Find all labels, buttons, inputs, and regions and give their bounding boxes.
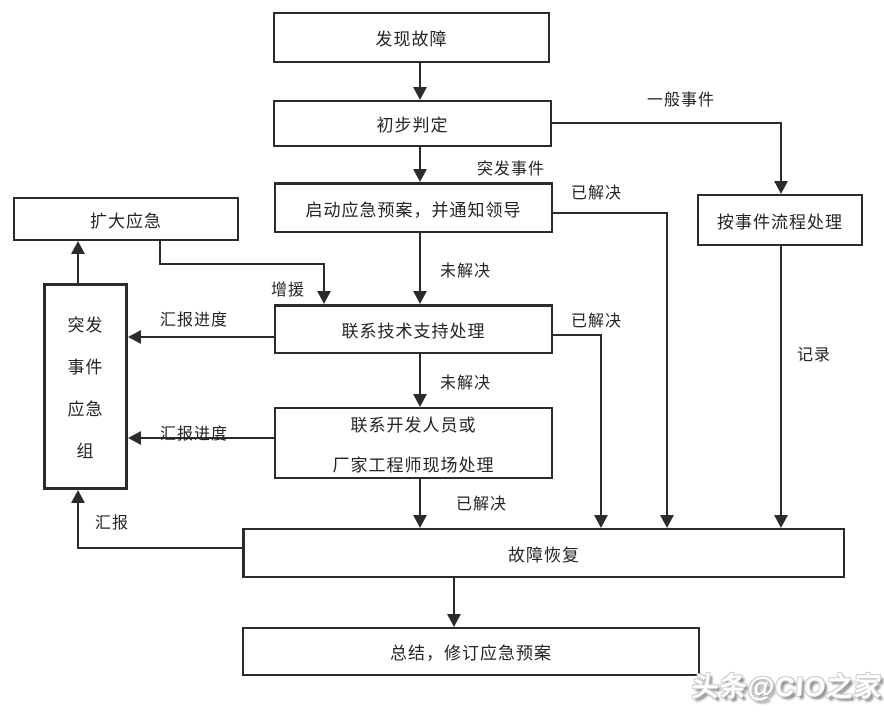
label-unresolved-1: 未解决 [440, 263, 492, 280]
node-expand-emergency: 扩大应急 [13, 197, 239, 241]
node-summary-revise-plan: 总结，修订应急预案 [242, 627, 700, 676]
arrowhead-general-recovery [774, 515, 788, 528]
edge-recovery-group-h [77, 547, 242, 549]
arrowhead-expand-techsupport [317, 291, 331, 304]
node-emergency-response-group: 突发 事件 应急 组 [43, 283, 128, 490]
arrowhead-techsupport-group [128, 330, 141, 344]
node-start-emergency-plan: 启动应急预案，并通知领导 [274, 182, 553, 233]
arrowhead-recovery-summary [447, 614, 461, 627]
label-report: 汇报 [95, 515, 130, 532]
edge-recovery-summary [453, 578, 455, 615]
devvendor-label-line1: 联系开发人员或 [350, 415, 477, 435]
label-emergency-event: 突发事件 [477, 161, 546, 178]
edge-expand-techsupport-v2 [323, 263, 325, 292]
label-resolved-1: 已解决 [571, 185, 623, 202]
edge-expand-techsupport-h [159, 263, 325, 265]
node-contact-tech-support: 联系技术支持处理 [274, 304, 553, 354]
label-report-progress-2: 汇报进度 [160, 426, 229, 443]
label-reinforce: 增援 [271, 282, 306, 299]
node-contact-developer-vendor: 联系开发人员或 厂家工程师现场处理 [274, 407, 553, 479]
arrowhead-startplan-techsupport [413, 291, 427, 304]
edge-general-recovery [780, 246, 782, 516]
edge-devvendor-group [139, 437, 274, 439]
node-fault-recovery: 故障恢复 [242, 528, 845, 578]
group-label-line2: 事件 [67, 358, 104, 377]
label-report-progress-1: 汇报进度 [160, 312, 229, 329]
edge-startplan-techsupport [419, 233, 421, 292]
edge-startplan-recovery-h [552, 212, 668, 214]
watermark-toutiao-cio: 头条@CIO之家 [690, 672, 884, 702]
edge-techsupport-devvendor [419, 354, 421, 395]
edge-techsupport-group [139, 336, 274, 338]
edge-techsupport-recovery-v [600, 334, 602, 516]
edge-discover-initial [419, 63, 421, 88]
edge-techsupport-recovery-h [552, 334, 602, 336]
arrowhead-discover-initial [413, 87, 427, 100]
arrowhead-initial-startplan [413, 169, 427, 182]
node-discover-fault: 发现故障 [273, 12, 550, 63]
edge-devvendor-recovery [419, 479, 421, 516]
edge-initial-general-v [780, 122, 782, 182]
label-unresolved-2: 未解决 [440, 375, 492, 392]
arrowhead-initial-general [774, 181, 788, 194]
arrowhead-startplan-recovery [660, 515, 674, 528]
label-record: 记录 [797, 347, 832, 364]
node-initial-judgment: 初步判定 [273, 100, 552, 147]
arrowhead-devvendor-group [128, 431, 141, 445]
label-resolved-3: 已解决 [456, 496, 508, 513]
arrowhead-techsupport-recovery [594, 515, 608, 528]
node-handle-by-event-process: 按事件流程处理 [697, 194, 863, 246]
edge-initial-general-h [552, 122, 782, 124]
group-label-line1: 突发 [67, 316, 104, 335]
edge-startplan-recovery-v [666, 212, 668, 516]
group-label-line4: 组 [76, 442, 95, 461]
label-general-event: 一般事件 [647, 92, 716, 109]
devvendor-label-line2: 厂家工程师现场处理 [332, 455, 495, 475]
label-resolved-2: 已解决 [571, 313, 623, 330]
edge-group-expand [77, 253, 79, 283]
group-label-line3: 应急 [67, 400, 104, 419]
edge-expand-techsupport-v1 [159, 241, 161, 265]
edge-initial-startplan [419, 147, 421, 170]
arrowhead-devvendor-recovery [413, 515, 427, 528]
arrowhead-techsupport-devvendor [413, 394, 427, 407]
arrowhead-recovery-group [71, 490, 85, 503]
edge-recovery-group-v [77, 502, 79, 549]
arrowhead-group-expand [71, 241, 85, 254]
